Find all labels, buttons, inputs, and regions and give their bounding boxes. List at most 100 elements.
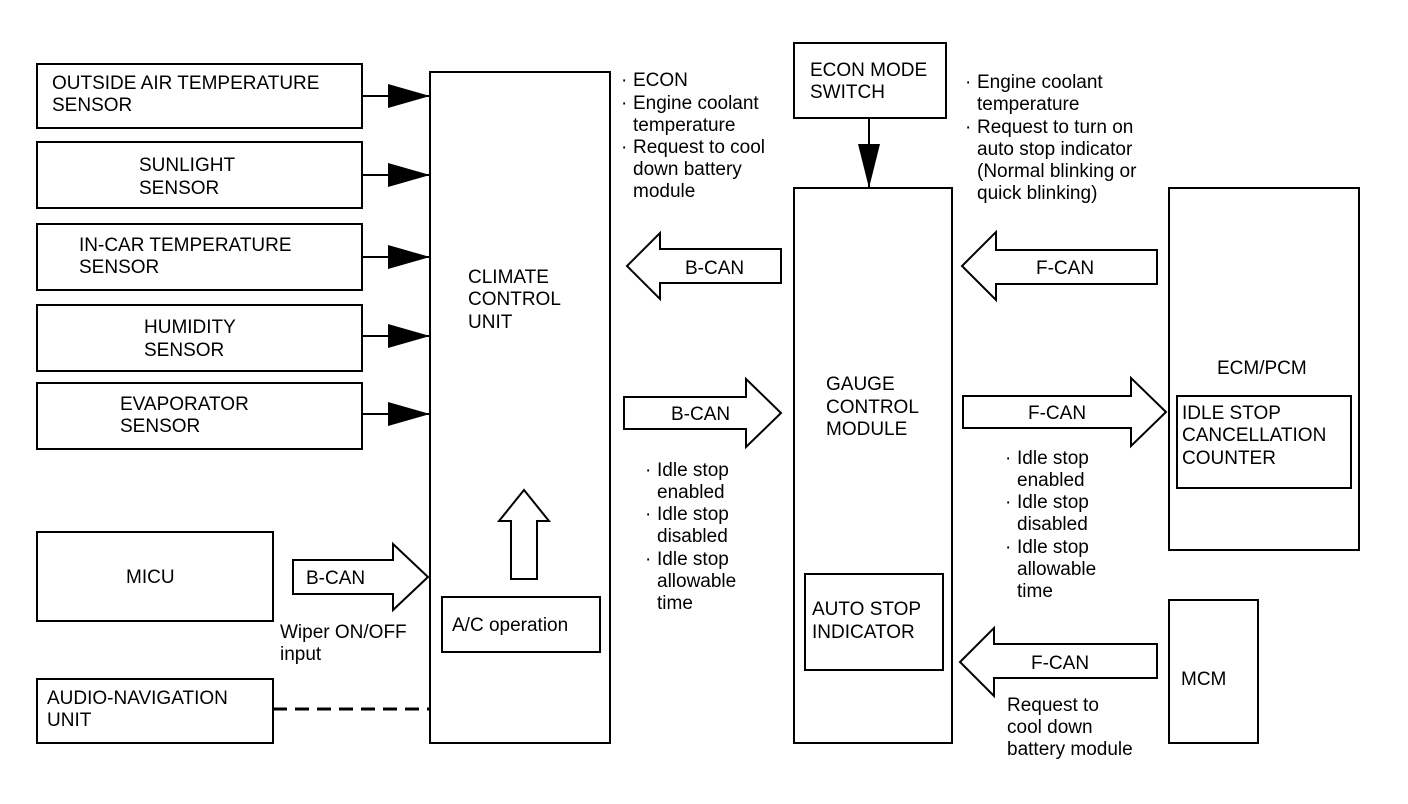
climate-label-line1: CLIMATE [468,267,549,288]
counter-label-line3: COUNTER [1182,448,1276,469]
note-line: Engine coolant [977,72,1103,93]
bullet: · [965,72,971,93]
note-line: time [657,593,693,614]
ac-operation-label: A/C operation [452,615,568,636]
note-line: temperature [977,94,1079,115]
sensor-label-line1: HUMIDITY [144,317,236,338]
note-line: cool down [1007,717,1093,738]
arrowhead-icon [388,402,430,426]
audio-nav-label-line2: UNIT [47,710,92,731]
sensor-label-line1: OUTSIDE AIR TEMPERATURE [52,73,319,94]
note-line: temperature [633,115,735,136]
note-line: module [633,181,695,202]
climate-label-line3: UNIT [468,312,513,333]
note-line: Idle stop [1017,448,1089,469]
arrowhead-icon [388,245,430,269]
bcan-arrow-to-gauge: B-CAN [623,376,783,450]
sensor-label-line1: SUNLIGHT [139,155,235,176]
bus-label: B-CAN [671,404,730,425]
note-line: disabled [1017,514,1088,535]
note-line: auto stop indicator [977,139,1133,160]
ac-up-arrow [496,488,552,580]
micu-note-line2: input [280,644,322,665]
sensor-label-line2: SENSOR [144,340,224,361]
bullet: · [1005,537,1011,558]
note-line: disabled [657,526,728,547]
bullet: · [645,504,651,525]
sensor-label-line1: IN-CAR TEMPERATURE [79,235,292,256]
fcan-arrow-gauge-to-ecm: F-CAN [962,375,1168,449]
counter-label-line1: IDLE STOP [1182,403,1281,424]
arrowhead-icon [388,163,430,187]
auto-stop-indicator: AUTO STOP INDICATOR [804,573,944,671]
bus-label: B-CAN [306,568,365,589]
gauge-label-line2: CONTROL [826,397,919,418]
note-line: Idle stop [657,549,729,570]
note-line: Request to cool [633,137,765,158]
sensor-label-line2: SENSOR [139,178,219,199]
econ-label-line2: SWITCH [810,82,885,103]
note-line: enabled [1017,470,1085,491]
ac-operation-box: A/C operation [441,596,601,653]
indicator-label-line2: INDICATOR [812,622,915,643]
note-line: Idle stop [1017,537,1089,558]
note-line: enabled [657,482,725,503]
ecm-pcm-box: ECM/PCM [1168,187,1360,551]
sensor-label-line2: SENSOR [52,95,132,116]
micu-box: MICU [36,531,274,622]
bcan-arrow-to-climate: B-CAN [625,230,782,302]
bullet: · [1005,492,1011,513]
note-line: Request to turn on [977,117,1133,138]
note-line: battery module [1007,739,1133,760]
micu-label: MICU [126,567,175,588]
mcm-label: MCM [1181,669,1226,690]
arrowhead-icon [858,144,880,188]
gauge-label-line3: MODULE [826,419,907,440]
note-line: down battery [633,159,742,180]
mcm-to-gauge-notes: Request to cool down battery module [1007,695,1133,760]
micu-bcan-arrow: B-CAN [292,541,430,613]
micu-note-line1: Wiper ON/OFF [280,622,407,643]
sensor-signal-arrows [362,84,430,426]
bullet: · [645,549,651,570]
bullet: · [645,460,651,481]
climate-to-gauge-notes: · Idle stop enabled · Idle stop disabled… [645,460,736,614]
audio-nav-label-line1: AUDIO-NAVIGATION [47,688,228,709]
note-line: (Normal blinking or [977,161,1137,182]
gauge-label-line1: GAUGE [826,374,895,395]
note-line: Engine coolant [633,93,759,114]
fcan-arrow-mcm-to-gauge: F-CAN [958,625,1158,699]
note-line: allowable [657,571,736,592]
bullet: · [621,93,627,114]
note-line: Idle stop [657,504,729,525]
counter-label-line2: CANCELLATION [1182,425,1326,446]
bus-label: F-CAN [1031,653,1089,674]
in-car-temperature-sensor: IN-CAR TEMPERATURE SENSOR [36,223,363,291]
arrowhead-icon [388,324,430,348]
note-line: Request to [1007,695,1099,716]
sensor-label-line2: SENSOR [79,257,159,278]
bullet: · [621,70,627,91]
note-line: ECON [633,70,688,91]
fcan-arrow-ecm-to-gauge: F-CAN [960,229,1158,303]
idle-stop-cancellation-counter: IDLE STOP CANCELLATION COUNTER [1176,395,1352,489]
bullet: · [1005,448,1011,469]
sensor-label-line2: SENSOR [120,416,200,437]
humidity-sensor: HUMIDITY SENSOR [36,304,363,372]
sensor-label-line1: EVAPORATOR [120,394,249,415]
ecm-label: ECM/PCM [1217,358,1307,379]
sunlight-sensor: SUNLIGHT SENSOR [36,141,363,209]
gauge-to-ecm-notes: · Idle stop enabled · Idle stop disabled… [1005,448,1096,602]
bus-label: F-CAN [1036,258,1094,279]
bus-label: F-CAN [1028,403,1086,424]
note-line: allowable [1017,559,1096,580]
note-line: time [1017,581,1053,602]
ecm-to-gauge-notes: · Engine coolant temperature · Request t… [965,72,1137,204]
econ-mode-switch: ECON MODE SWITCH [793,42,947,119]
bus-label: B-CAN [685,258,744,279]
evaporator-sensor: EVAPORATOR SENSOR [36,382,363,450]
note-line: Idle stop [657,460,729,481]
audio-navigation-unit: AUDIO-NAVIGATION UNIT [36,678,274,744]
econ-switch-arrow [858,118,880,188]
